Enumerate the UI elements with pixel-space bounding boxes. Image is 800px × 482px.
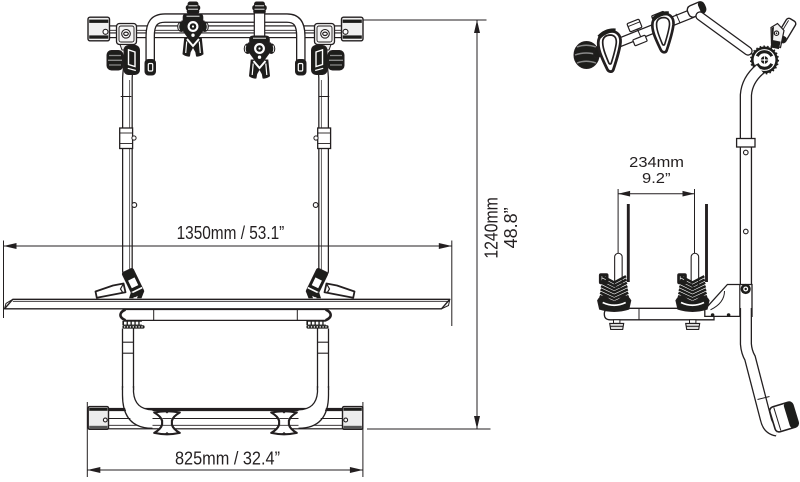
- svg-text:9.2”: 9.2”: [642, 170, 671, 187]
- svg-text:48.8”: 48.8”: [500, 207, 521, 248]
- svg-text:825mm / 32.4”: 825mm / 32.4”: [175, 447, 280, 468]
- svg-text:1240mm: 1240mm: [480, 197, 501, 259]
- svg-text:234mm: 234mm: [629, 154, 684, 171]
- svg-text:1350mm / 53.1”: 1350mm / 53.1”: [177, 222, 285, 243]
